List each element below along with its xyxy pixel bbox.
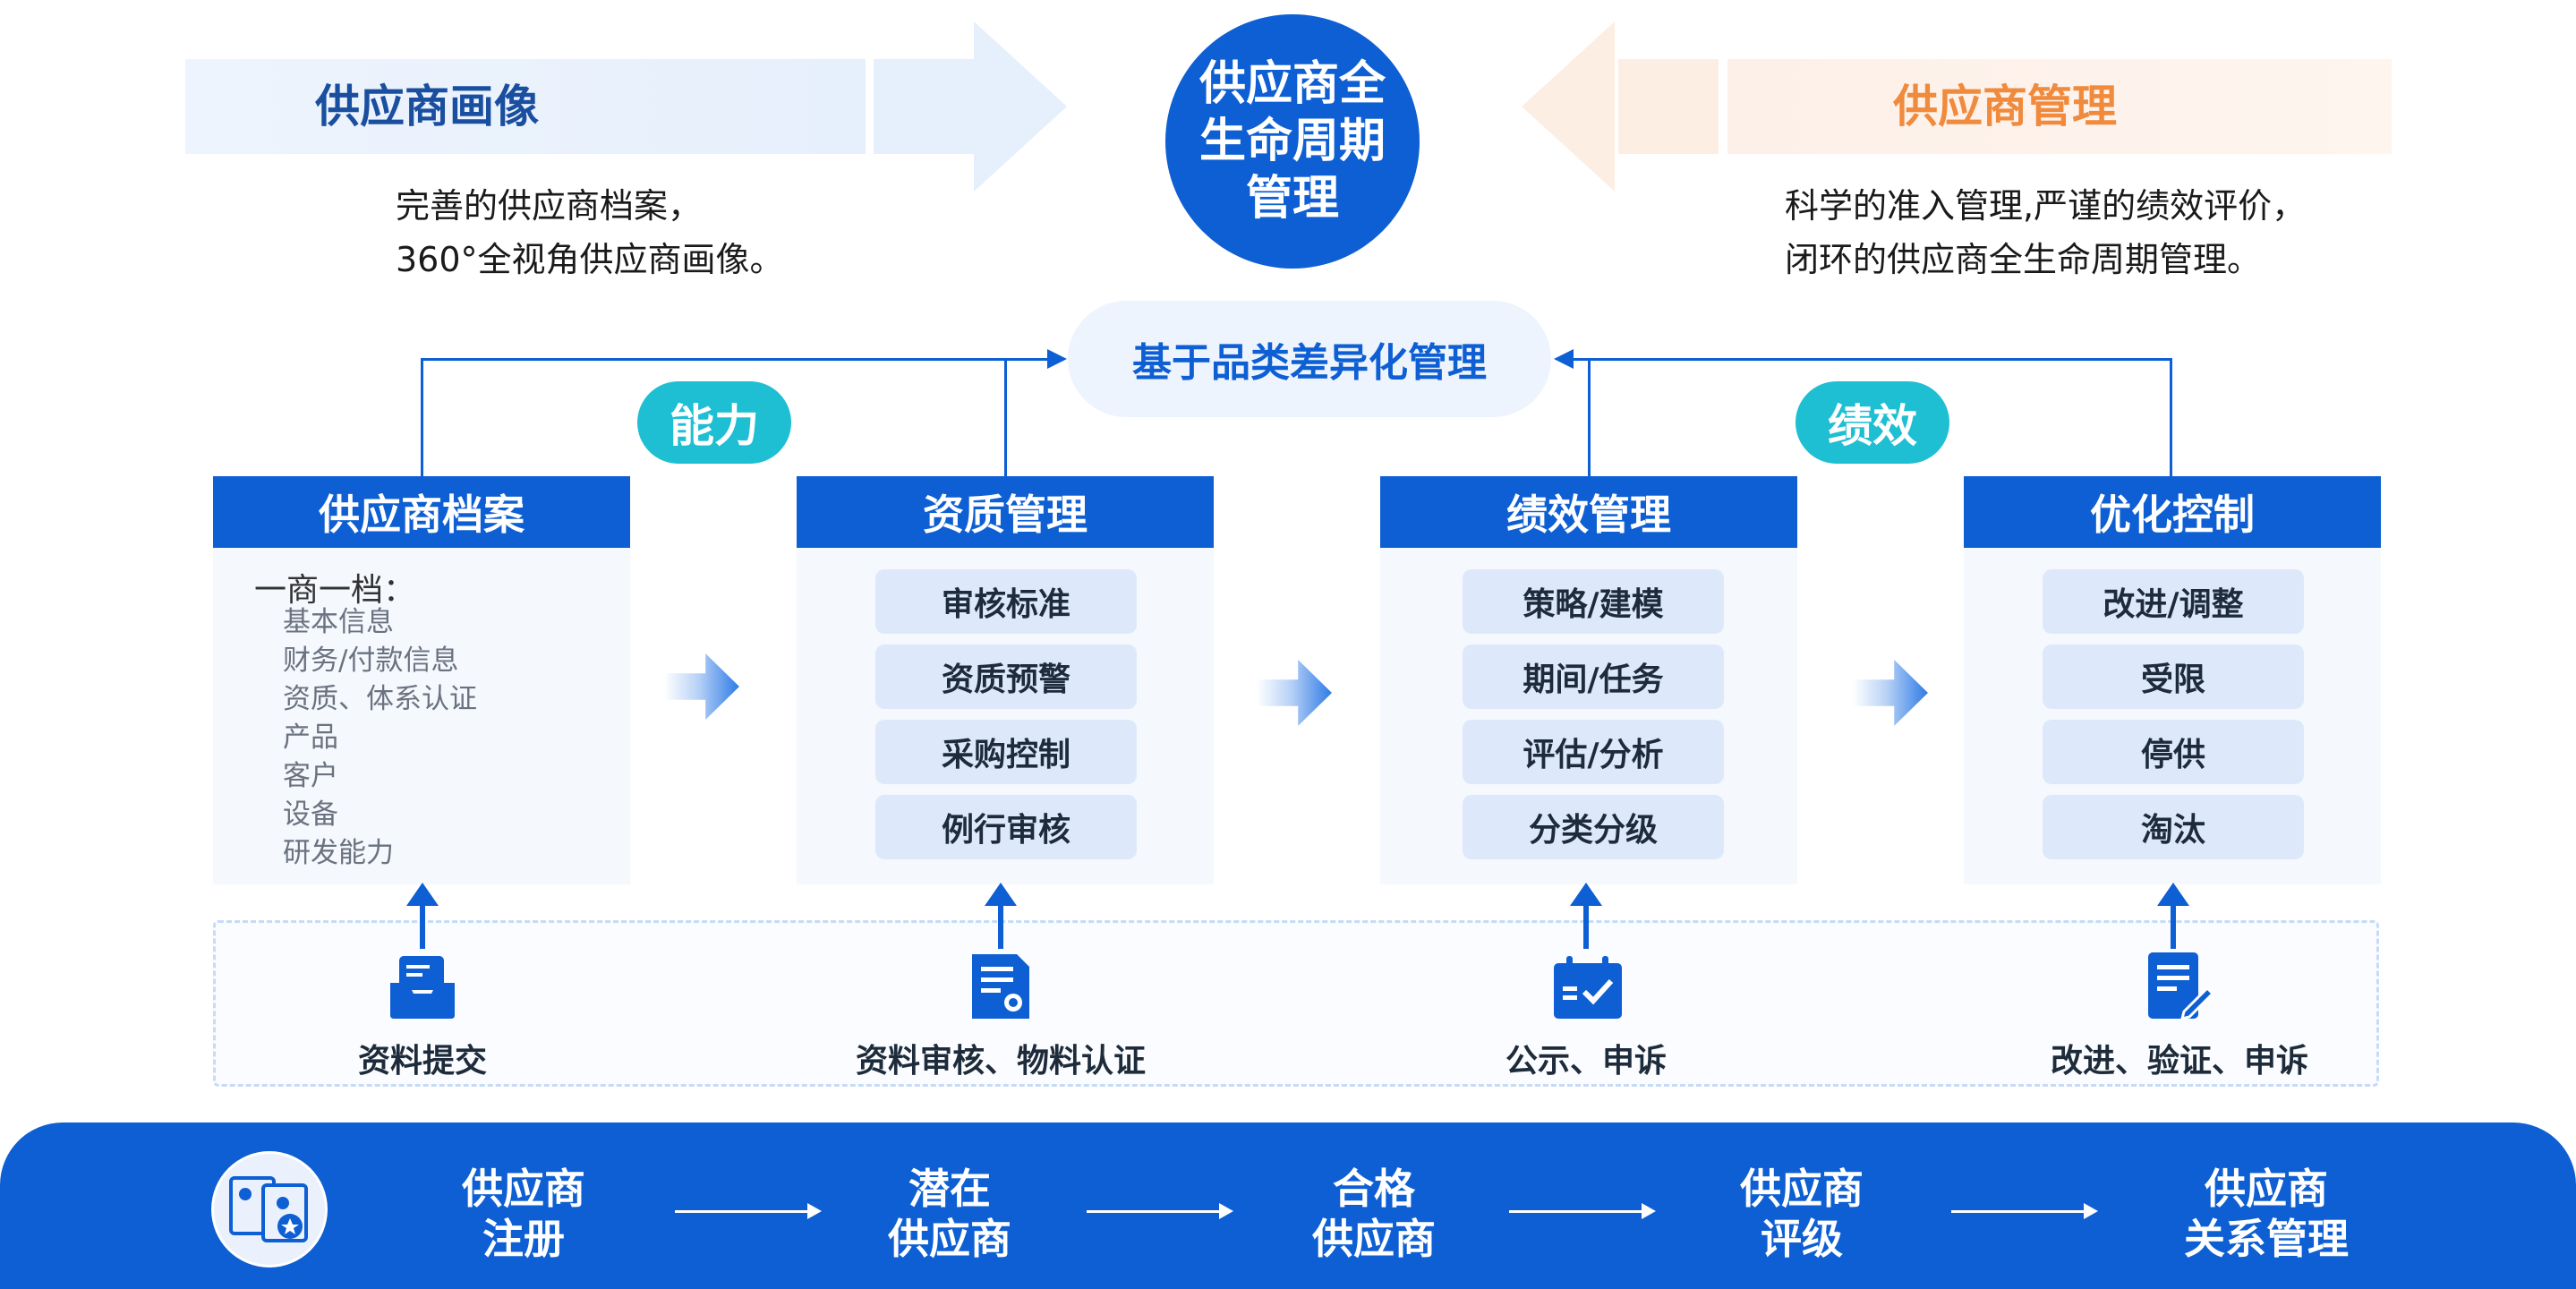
banner-arrow-head-right bbox=[1522, 21, 1615, 192]
document-certificate-icon bbox=[972, 954, 1029, 1019]
stage-potential: 潜在 供应商 bbox=[888, 1165, 1011, 1263]
management-desc-line-1: 科学的准入管理,严谨的绩效评价， bbox=[1785, 186, 2307, 226]
archive-item: 基本信息 bbox=[283, 606, 394, 638]
lifecycle-management-label: 供应商全 生命周期 管理 bbox=[1198, 57, 1386, 226]
archive-item-list: 基本信息 财务/付款信息 资质、体系认证 产品 客户 设备 研发能力 bbox=[283, 603, 477, 873]
banner-arrow-body-left bbox=[874, 59, 974, 154]
lifecycle-management-circle: 供应商全 生命周期 管理 bbox=[1165, 14, 1420, 269]
up-arrow-shaft bbox=[998, 902, 1003, 949]
card-optimization-body: 改进/调整 受限 停供 淘汰 bbox=[1964, 548, 2381, 884]
up-arrow-shaft bbox=[1583, 902, 1589, 949]
stage-qualified: 合格 供应商 bbox=[1312, 1165, 1436, 1263]
process-label: 公示、申诉 bbox=[1505, 1043, 1667, 1080]
stage-register: 供应商 注册 bbox=[462, 1165, 585, 1263]
supplier-avatar bbox=[211, 1151, 328, 1268]
stage-arrow-line bbox=[675, 1210, 809, 1213]
flow-arrow-icon bbox=[1257, 660, 1332, 726]
supplier-card-icon bbox=[214, 1154, 325, 1265]
supplier-management-title: 供应商管理 bbox=[1893, 81, 2117, 132]
up-arrow-shaft bbox=[420, 902, 425, 949]
lifecycle-stages-bar bbox=[0, 1123, 2576, 1289]
process-panel bbox=[213, 920, 2379, 1087]
stage-arrow-line bbox=[1951, 1210, 2086, 1213]
connector-arrowhead-left bbox=[1554, 349, 1574, 369]
optimization-item: 改进/调整 bbox=[2043, 569, 2304, 634]
management-desc-line-2: 闭环的供应商全生命周期管理。 bbox=[1785, 240, 2262, 279]
qualification-item: 采购控制 bbox=[875, 720, 1137, 784]
performance-item: 评估/分析 bbox=[1463, 720, 1724, 784]
supplier-profile-desc: 完善的供应商档案， 360°全视角供应商画像。 bbox=[396, 179, 784, 286]
performance-item: 策略/建模 bbox=[1463, 569, 1724, 634]
optimization-item: 淘汰 bbox=[2043, 795, 2304, 859]
profile-desc-line-1: 完善的供应商档案， bbox=[396, 186, 703, 226]
connector-line bbox=[1570, 358, 2170, 361]
archive-item: 设备 bbox=[283, 798, 338, 831]
process-label: 资料审核、物料认证 bbox=[855, 1043, 1146, 1080]
performance-tag: 绩效 bbox=[1796, 381, 1949, 464]
supplier-management-desc: 科学的准入管理,严谨的绩效评价， 闭环的供应商全生命周期管理。 bbox=[1785, 179, 2306, 286]
banner-arrow-body-right bbox=[1618, 59, 1719, 154]
card-qualification-header: 资质管理 bbox=[797, 476, 1214, 548]
card-qualification-body: 审核标准 资质预警 采购控制 例行审核 bbox=[797, 548, 1214, 884]
connector-line bbox=[421, 358, 423, 478]
capability-tag: 能力 bbox=[637, 381, 791, 464]
card-supplier-archive-body: 一商一档： 基本信息 财务/付款信息 资质、体系认证 产品 客户 设备 研发能力 bbox=[213, 548, 630, 884]
calendar-check-icon bbox=[1554, 956, 1622, 1019]
archive-item: 资质、体系认证 bbox=[283, 683, 477, 715]
qualification-item: 审核标准 bbox=[875, 569, 1137, 634]
inbox-icon bbox=[390, 956, 455, 1019]
card-performance-header: 绩效管理 bbox=[1380, 476, 1797, 548]
stage-rating: 供应商 评级 bbox=[1740, 1165, 1864, 1263]
connector-line bbox=[1004, 358, 1007, 478]
supplier-profile-banner: 供应商画像 bbox=[185, 59, 866, 154]
connector-line bbox=[1588, 358, 1591, 478]
process-label: 改进、验证、申诉 bbox=[2050, 1043, 2308, 1080]
connector-line bbox=[2170, 358, 2172, 478]
process-label: 资料提交 bbox=[357, 1043, 487, 1080]
archive-title: 一商一档： bbox=[254, 572, 416, 609]
performance-item: 期间/任务 bbox=[1463, 644, 1724, 709]
stage-arrow-line bbox=[1509, 1210, 1643, 1213]
up-arrow-shaft bbox=[2171, 902, 2176, 949]
profile-desc-line-2: 360°全视角供应商画像。 bbox=[396, 240, 784, 279]
archive-item: 财务/付款信息 bbox=[283, 644, 459, 677]
performance-item: 分类分级 bbox=[1463, 795, 1724, 859]
category-management-pill: 基于品类差异化管理 bbox=[1068, 301, 1551, 417]
card-performance-body: 策略/建模 期间/任务 评估/分析 分类分级 bbox=[1380, 548, 1797, 884]
qualification-item: 例行审核 bbox=[875, 795, 1137, 859]
qualification-item: 资质预警 bbox=[875, 644, 1137, 709]
optimization-item: 受限 bbox=[2043, 644, 2304, 709]
edit-document-icon bbox=[2148, 952, 2214, 1021]
card-supplier-archive-header: 供应商档案 bbox=[213, 476, 630, 548]
stage-arrow-line bbox=[1087, 1210, 1221, 1213]
archive-item: 研发能力 bbox=[283, 837, 394, 869]
optimization-item: 停供 bbox=[2043, 720, 2304, 784]
supplier-management-banner: 供应商管理 bbox=[1727, 59, 2392, 154]
connector-line bbox=[421, 358, 1053, 361]
flow-arrow-icon bbox=[664, 653, 739, 720]
supplier-profile-title: 供应商画像 bbox=[315, 81, 539, 132]
banner-arrow-head-left bbox=[974, 21, 1067, 192]
card-optimization-header: 优化控制 bbox=[1964, 476, 2381, 548]
archive-item: 产品 bbox=[283, 721, 338, 754]
stage-relationship: 供应商 关系管理 bbox=[2184, 1165, 2349, 1263]
connector-arrowhead-right bbox=[1047, 349, 1067, 369]
archive-item: 客户 bbox=[283, 760, 338, 792]
flow-arrow-icon bbox=[1853, 660, 1928, 726]
